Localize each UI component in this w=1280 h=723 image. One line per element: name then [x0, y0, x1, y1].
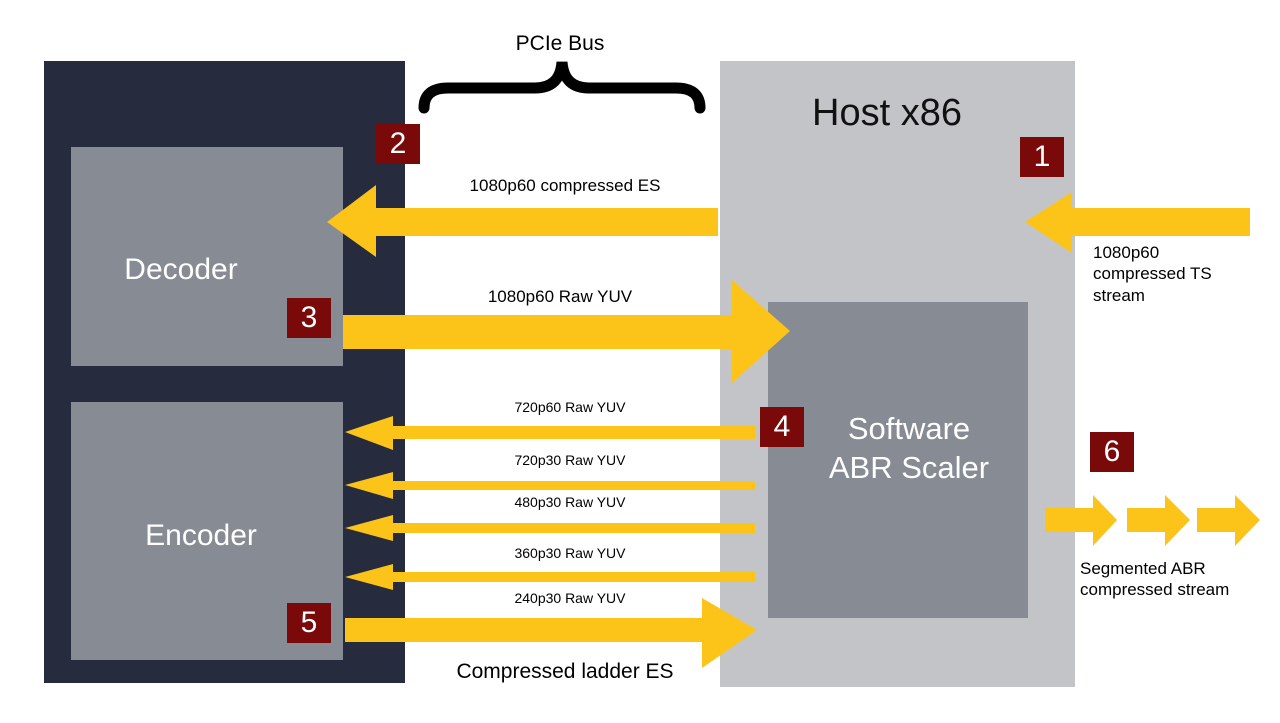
- step-badge-2: 2: [376, 124, 420, 164]
- step-badge-6: 6: [1090, 432, 1134, 472]
- raw-480p30-arrow: [345, 515, 755, 541]
- raw-720p60-arrow: [345, 416, 755, 450]
- raw-360p30-label: 360p30 Raw YUV: [514, 545, 626, 561]
- abr-scaler-label: Software ABR Scaler: [800, 410, 1018, 488]
- pcie-bus-label: PCIe Bus: [515, 32, 605, 55]
- raw-480p30-label: 480p30 Raw YUV: [514, 494, 626, 510]
- decoder-label: Decoder: [124, 253, 238, 286]
- input-stream-arrow: [1025, 192, 1250, 253]
- raw-1080-label: 1080p60 Raw YUV: [487, 287, 633, 306]
- compressed-es-arrow: [327, 185, 718, 257]
- segment-arrow-1: [1045, 495, 1117, 546]
- host-title: Host x86: [812, 92, 962, 134]
- raw-720p30-label: 720p30 Raw YUV: [514, 452, 626, 468]
- step-badge-4: 4: [760, 407, 804, 447]
- segmented-output-label-line2: compressed stream: [1080, 580, 1230, 600]
- segmented-output-label-line1: Segmented ABR: [1080, 559, 1206, 578]
- abr-scaler-block: [768, 302, 1028, 618]
- input-stream-label: 1080p60 compressed TS stream: [1093, 242, 1263, 306]
- encoder-label: Encoder: [145, 519, 257, 552]
- segment-arrow-2: [1127, 495, 1190, 546]
- input-stream-label-line1: 1080p60: [1093, 243, 1160, 262]
- raw-240p30-label: 240p30 Raw YUV: [514, 590, 626, 606]
- raw-720p60-label: 720p60 Raw YUV: [514, 399, 626, 415]
- step-badge-3: 3: [287, 298, 331, 338]
- step-badge-5: 5: [287, 603, 331, 643]
- raw-1080-arrow: [343, 280, 790, 383]
- input-stream-label-line2: compressed TS: [1093, 264, 1212, 284]
- abr-scaler-label-line2: ABR Scaler: [828, 449, 990, 485]
- segmented-output-label: Segmented ABR compressed stream: [1080, 558, 1270, 601]
- segment-arrow-3: [1197, 495, 1260, 546]
- pcie-brace: [418, 61, 706, 114]
- raw-720p30-arrow: [345, 472, 755, 499]
- compressed-es-label: 1080p60 compressed ES: [469, 176, 661, 195]
- abr-scaler-label-line1: Software: [847, 411, 971, 446]
- ladder-es-arrow: [345, 598, 757, 668]
- raw-360p30-arrow: [345, 564, 755, 590]
- step-badge-1: 1: [1020, 137, 1064, 177]
- ladder-es-label: Compressed ladder ES: [456, 660, 674, 683]
- input-stream-label-line3: stream: [1093, 285, 1145, 305]
